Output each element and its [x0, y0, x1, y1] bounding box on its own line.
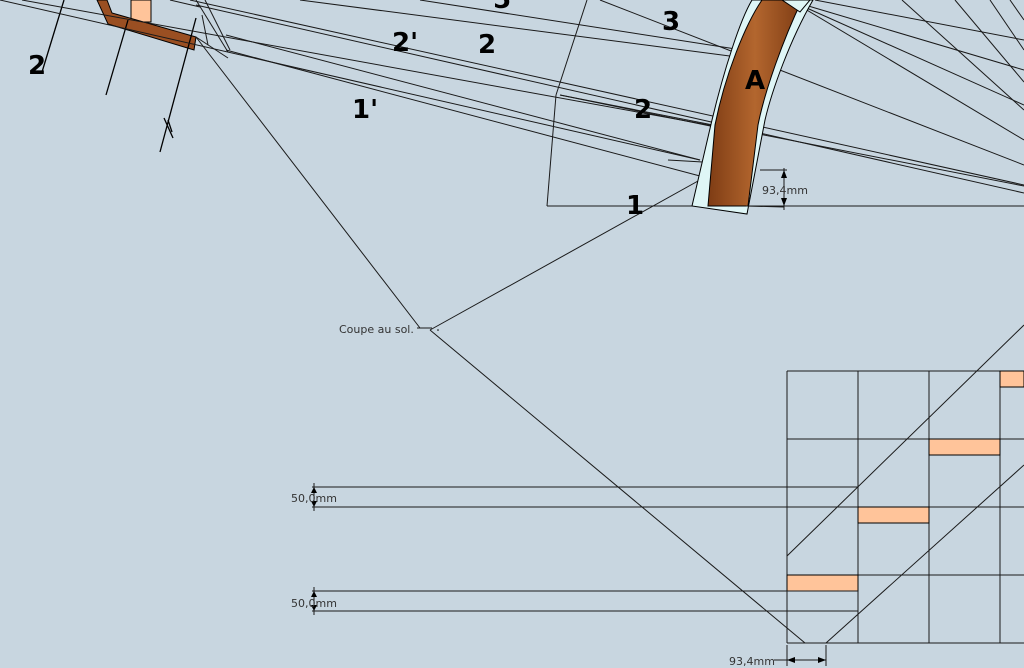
dimension-bottom: 93,4mm [729, 645, 827, 668]
step-number-1-prime: 1' [352, 95, 378, 125]
step-number-2-right: 2 [634, 95, 652, 125]
tread-3 [928, 438, 1001, 456]
dimension-50-upper-label: 50,0mm [291, 492, 337, 505]
step-number-3: 3 [662, 7, 680, 37]
dimension-50-upper: 50,0mm [291, 483, 858, 511]
step-number-2-mid: 2 [478, 30, 496, 60]
dimension-50-lower-label: 50,0mm [291, 597, 337, 610]
step-number-1: 1 [626, 191, 644, 221]
step-number-2-prime: 2' [392, 28, 418, 58]
dimension-50-lower: 50,0mm [291, 587, 858, 615]
floor-grid [786, 324, 1024, 644]
dimension-bottom-label: 93,4mm [729, 655, 775, 668]
coupe-callout: Coupe au sol. [339, 323, 439, 336]
dimension-top: 93,4mm [762, 168, 808, 210]
light-wood-piece [130, 0, 152, 23]
tread-2 [857, 506, 930, 524]
tread-1 [786, 574, 859, 592]
dimension-top-label: 93,4mm [762, 184, 808, 197]
coupe-label: Coupe au sol. [339, 323, 414, 336]
step-number-2-left: 2 [28, 51, 46, 81]
upper-left-fragment [41, 0, 231, 153]
stringer-a [691, 0, 814, 215]
wood-stringer-a [707, 0, 803, 207]
step-number-5: 5 [493, 0, 511, 15]
construction-lines [0, 0, 1024, 644]
tread-4 [999, 370, 1024, 388]
stringer-top-cap [781, 0, 811, 13]
stringer-label-a: A [745, 66, 765, 96]
